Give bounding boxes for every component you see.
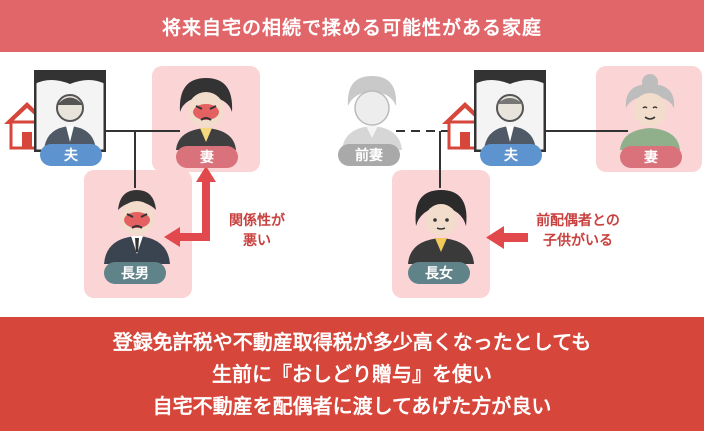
wife-label-right: 妻 — [620, 146, 682, 168]
left-note-line2: 悪い — [243, 233, 271, 249]
right-note-line1: 前配偶者との — [536, 213, 620, 229]
conclusion-line3: 自宅不動産を配偶者に渡してあげた方が良い — [152, 394, 552, 418]
ex-wife-label: 前妻 — [338, 144, 400, 166]
husband-label-left: 夫 — [40, 144, 102, 166]
angry-woman-icon — [176, 78, 236, 150]
right-note: 前配偶者との 子供がいる — [528, 211, 628, 251]
memorial-portrait-icon — [474, 70, 546, 152]
page-header: 将来自宅の相続で揉める可能性がある家庭 — [0, 0, 704, 52]
daughter-label: 長女 — [408, 262, 470, 284]
husband-label-right: 夫 — [480, 144, 542, 166]
conclusion-line2: 生前に『おしどり贈与』を使い — [212, 362, 492, 386]
son-label: 長男 — [104, 262, 166, 284]
conclusion-banner: 登録免許税や不動産取得税が多少高くなったとしても 生前に『おしどり贈与』を使い … — [0, 317, 704, 431]
angry-man-icon — [104, 190, 170, 264]
ex-wife-icon — [342, 76, 402, 150]
memorial-portrait-icon — [34, 70, 106, 152]
left-note-line1: 関係性が — [229, 213, 285, 229]
conclusion-line1: 登録免許税や不動産取得税が多少高くなったとしても — [112, 330, 592, 354]
left-note: 関係性が 悪い — [222, 211, 292, 251]
girl-icon — [408, 190, 474, 264]
page-title: 将来自宅の相続で揉める可能性がある家庭 — [161, 16, 542, 39]
right-note-line2: 子供がいる — [543, 233, 613, 249]
elderly-woman-icon — [620, 74, 680, 150]
wife-label-left: 妻 — [176, 146, 238, 168]
